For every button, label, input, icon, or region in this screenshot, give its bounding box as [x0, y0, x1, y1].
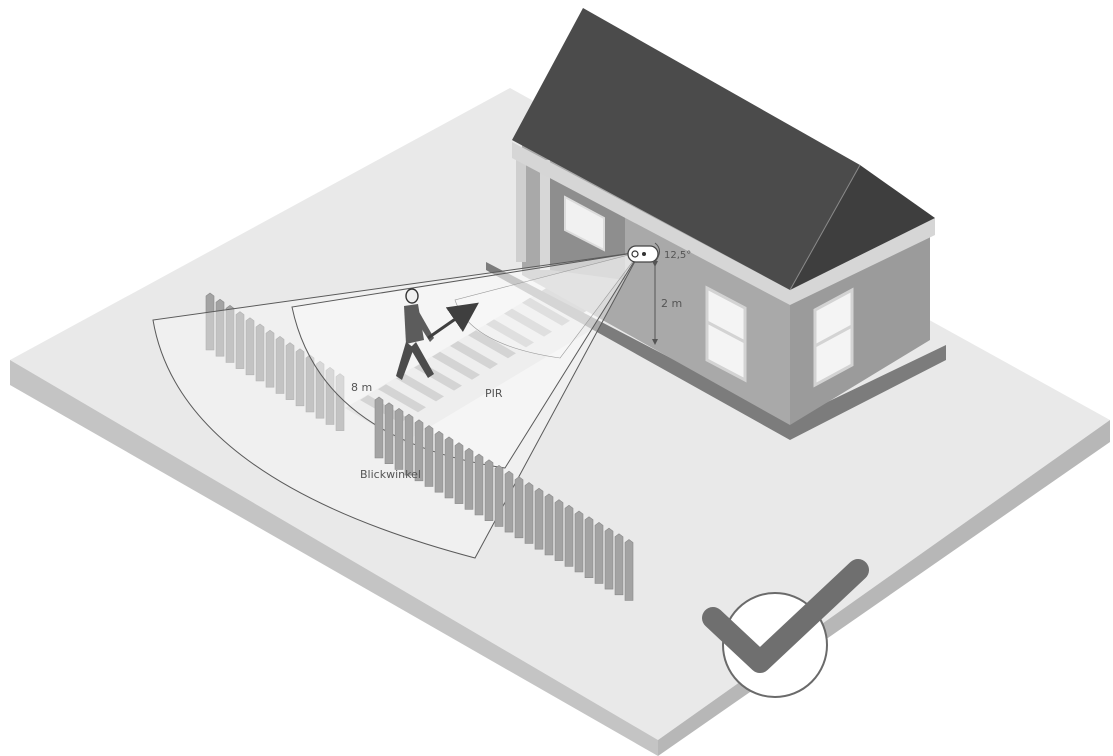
fence-picket — [425, 426, 433, 487]
range-label: 8 m — [351, 381, 372, 394]
fence-picket — [385, 403, 393, 464]
fence-picket — [565, 505, 573, 566]
fence-picket — [535, 488, 543, 549]
height-label: 2 m — [661, 297, 682, 310]
fence-picket — [545, 494, 553, 555]
fence-picket — [625, 540, 633, 601]
fence-picket — [515, 477, 523, 538]
fence-picket — [445, 437, 453, 498]
view-angle-label: Blickwinkel — [360, 468, 421, 481]
fence-picket — [525, 483, 533, 544]
fence-picket — [435, 431, 443, 492]
tilt-label: 12,5° — [664, 250, 691, 261]
fence-picket — [555, 500, 563, 561]
fence-picket — [585, 517, 593, 578]
fence-picket — [505, 471, 513, 532]
fence-picket — [375, 397, 383, 458]
fence-picket — [605, 528, 613, 589]
fence-picket — [575, 511, 583, 572]
fence-picket — [475, 454, 483, 515]
fence-picket — [455, 443, 463, 504]
fence-picket — [405, 414, 413, 475]
fence-picket — [595, 522, 603, 583]
fence-picket — [395, 408, 403, 469]
fence-picket — [485, 460, 493, 521]
pir-label: PIR — [485, 387, 503, 400]
fence-picket — [495, 465, 503, 526]
fence-picket — [465, 448, 473, 509]
fence-picket — [615, 534, 623, 595]
